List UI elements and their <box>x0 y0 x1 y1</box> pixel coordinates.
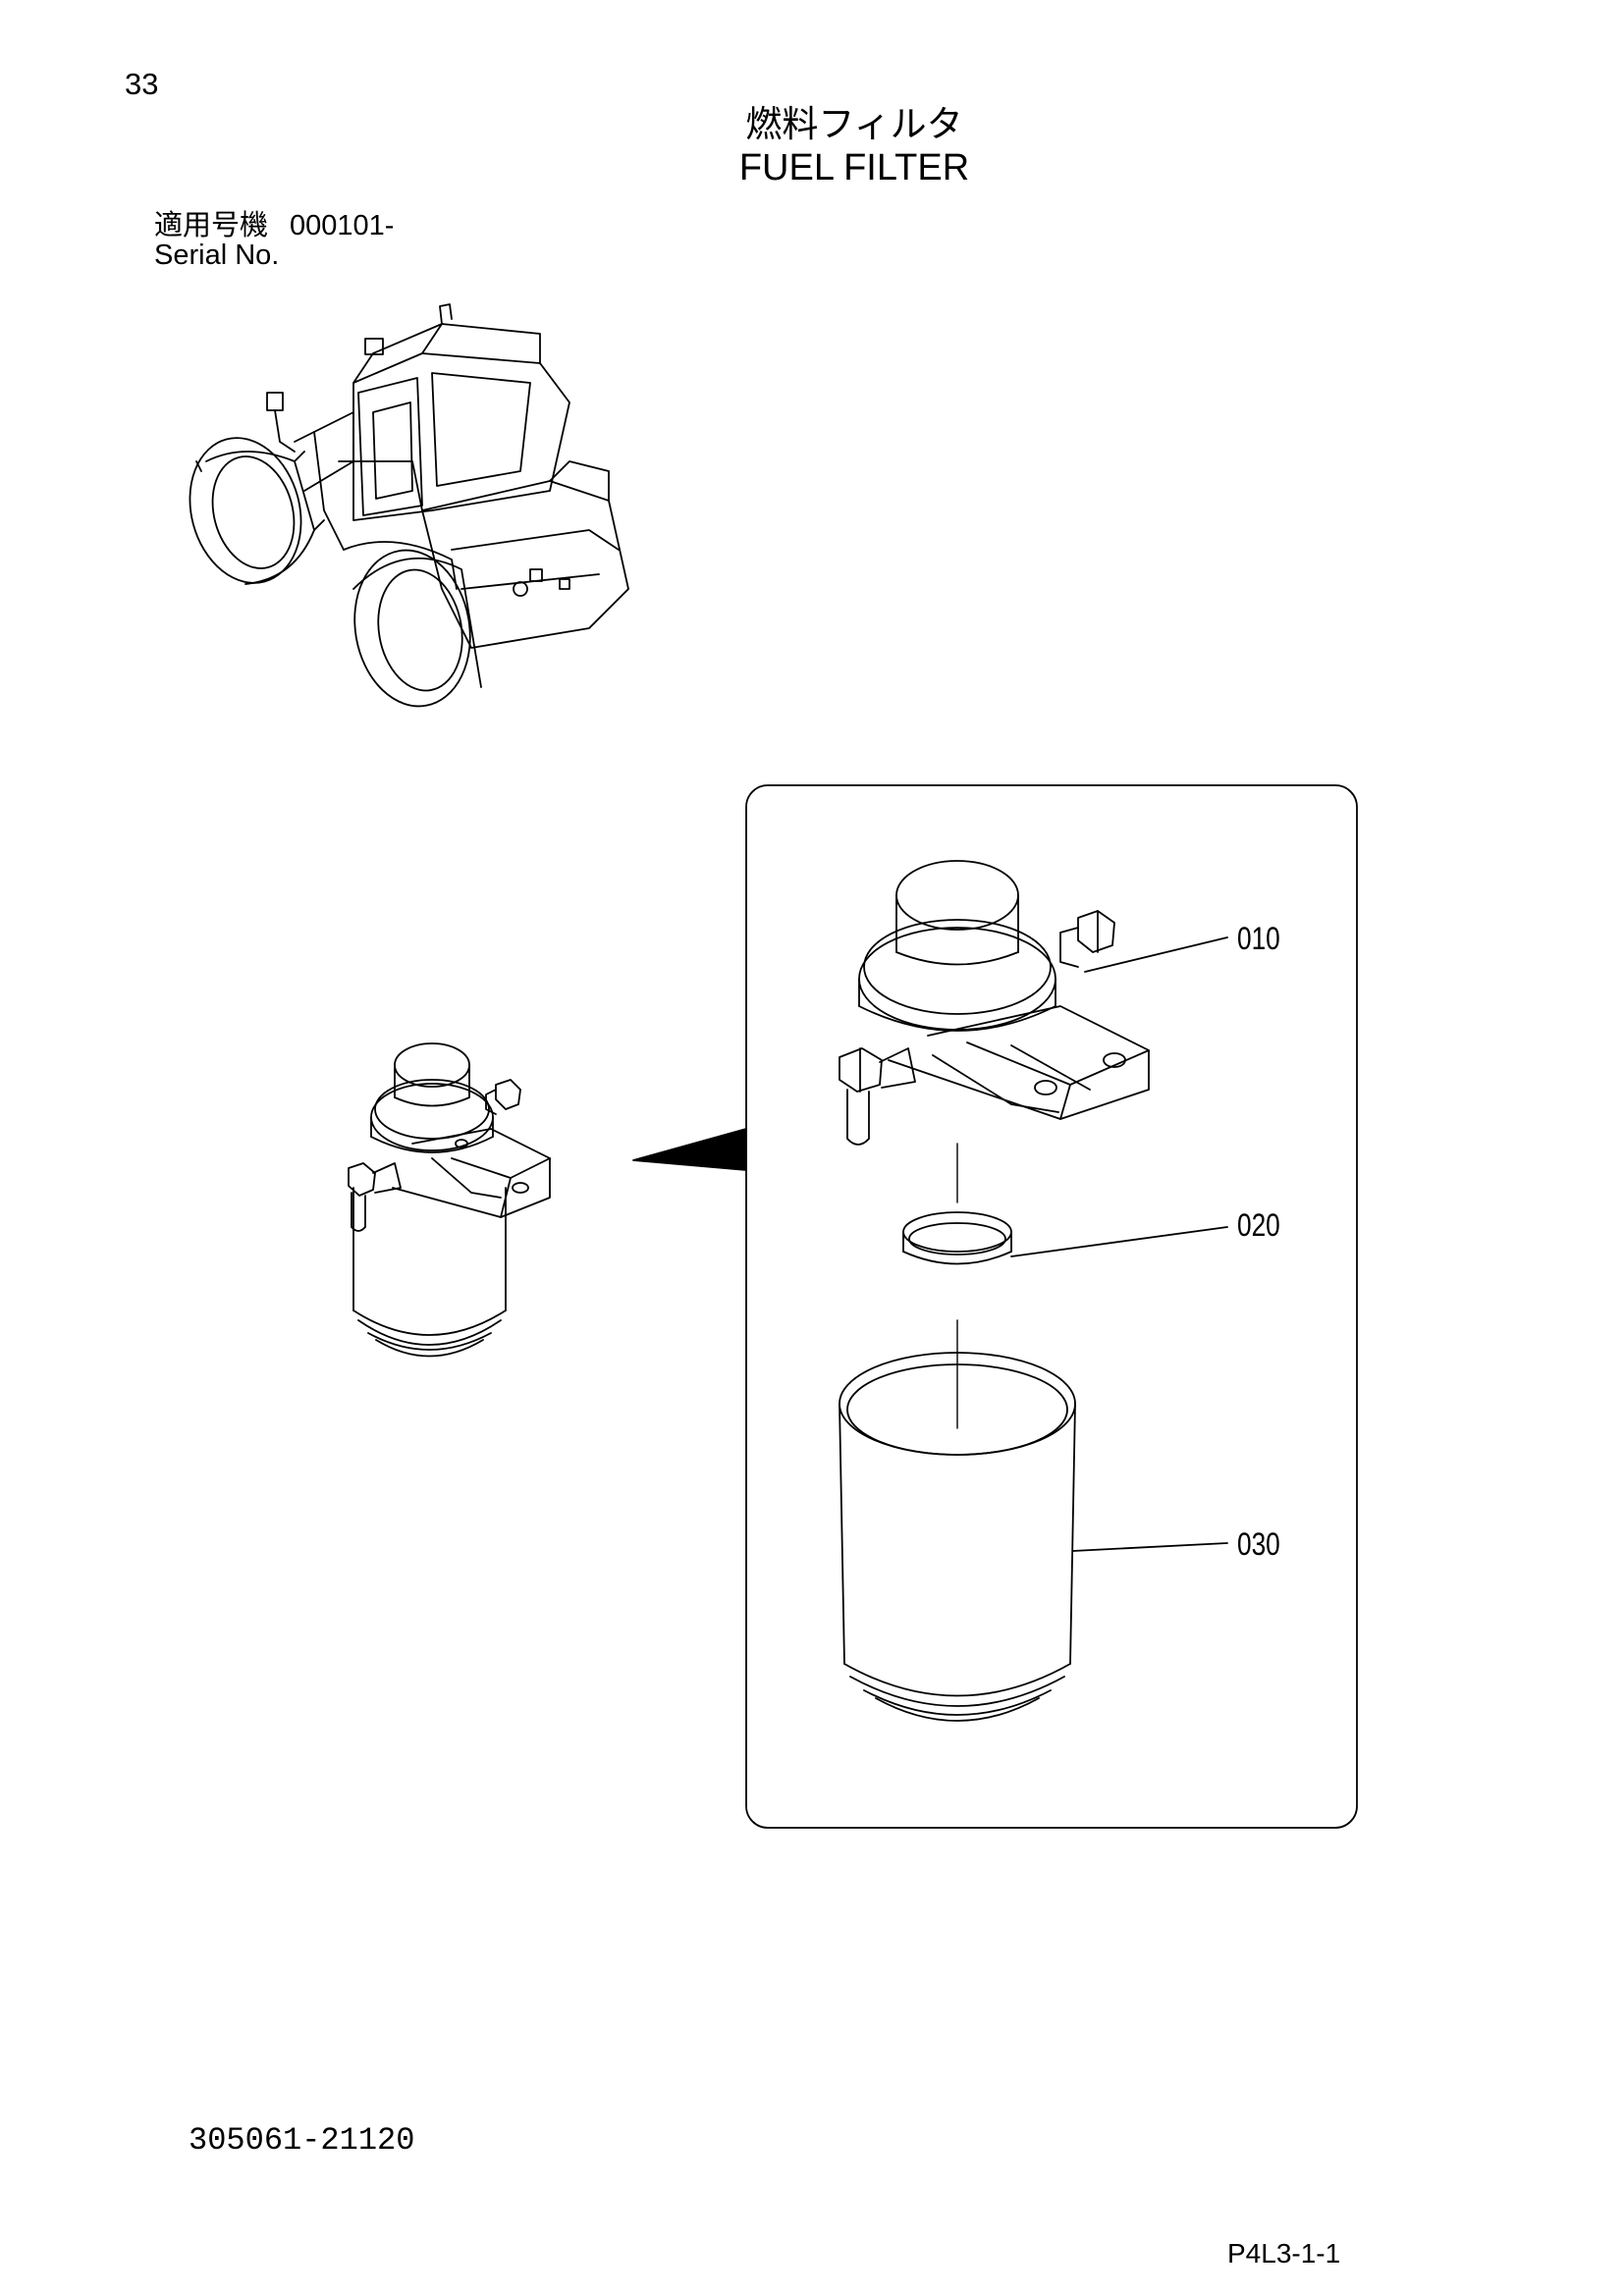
part-label-010: 010 <box>1237 921 1280 956</box>
serial-range-row: 適用号機 000101- <box>154 202 394 243</box>
part-label-030: 030 <box>1237 1526 1280 1562</box>
page-title-japanese: 燃料フィルタ <box>745 103 963 145</box>
page-title-english: FUEL FILTER <box>738 147 970 188</box>
page-number: 33 <box>125 67 159 101</box>
sheet-code: P4L3-1-1 <box>1227 2238 1341 2269</box>
exploded-view-parts <box>839 861 1227 1721</box>
pointer-arrow <box>633 1129 746 1170</box>
machine-illustration <box>174 304 628 716</box>
serial-label-japanese: 適用号機 <box>154 208 269 241</box>
exploded-view-frame <box>746 785 1357 1828</box>
document-code: 305061-21120 <box>189 2122 415 2159</box>
serial-label-english: Serial No. <box>154 240 280 271</box>
serial-range-value: 000101- <box>290 210 395 241</box>
assembled-filter-illustration <box>349 1043 550 1357</box>
part-label-020: 020 <box>1237 1207 1280 1243</box>
